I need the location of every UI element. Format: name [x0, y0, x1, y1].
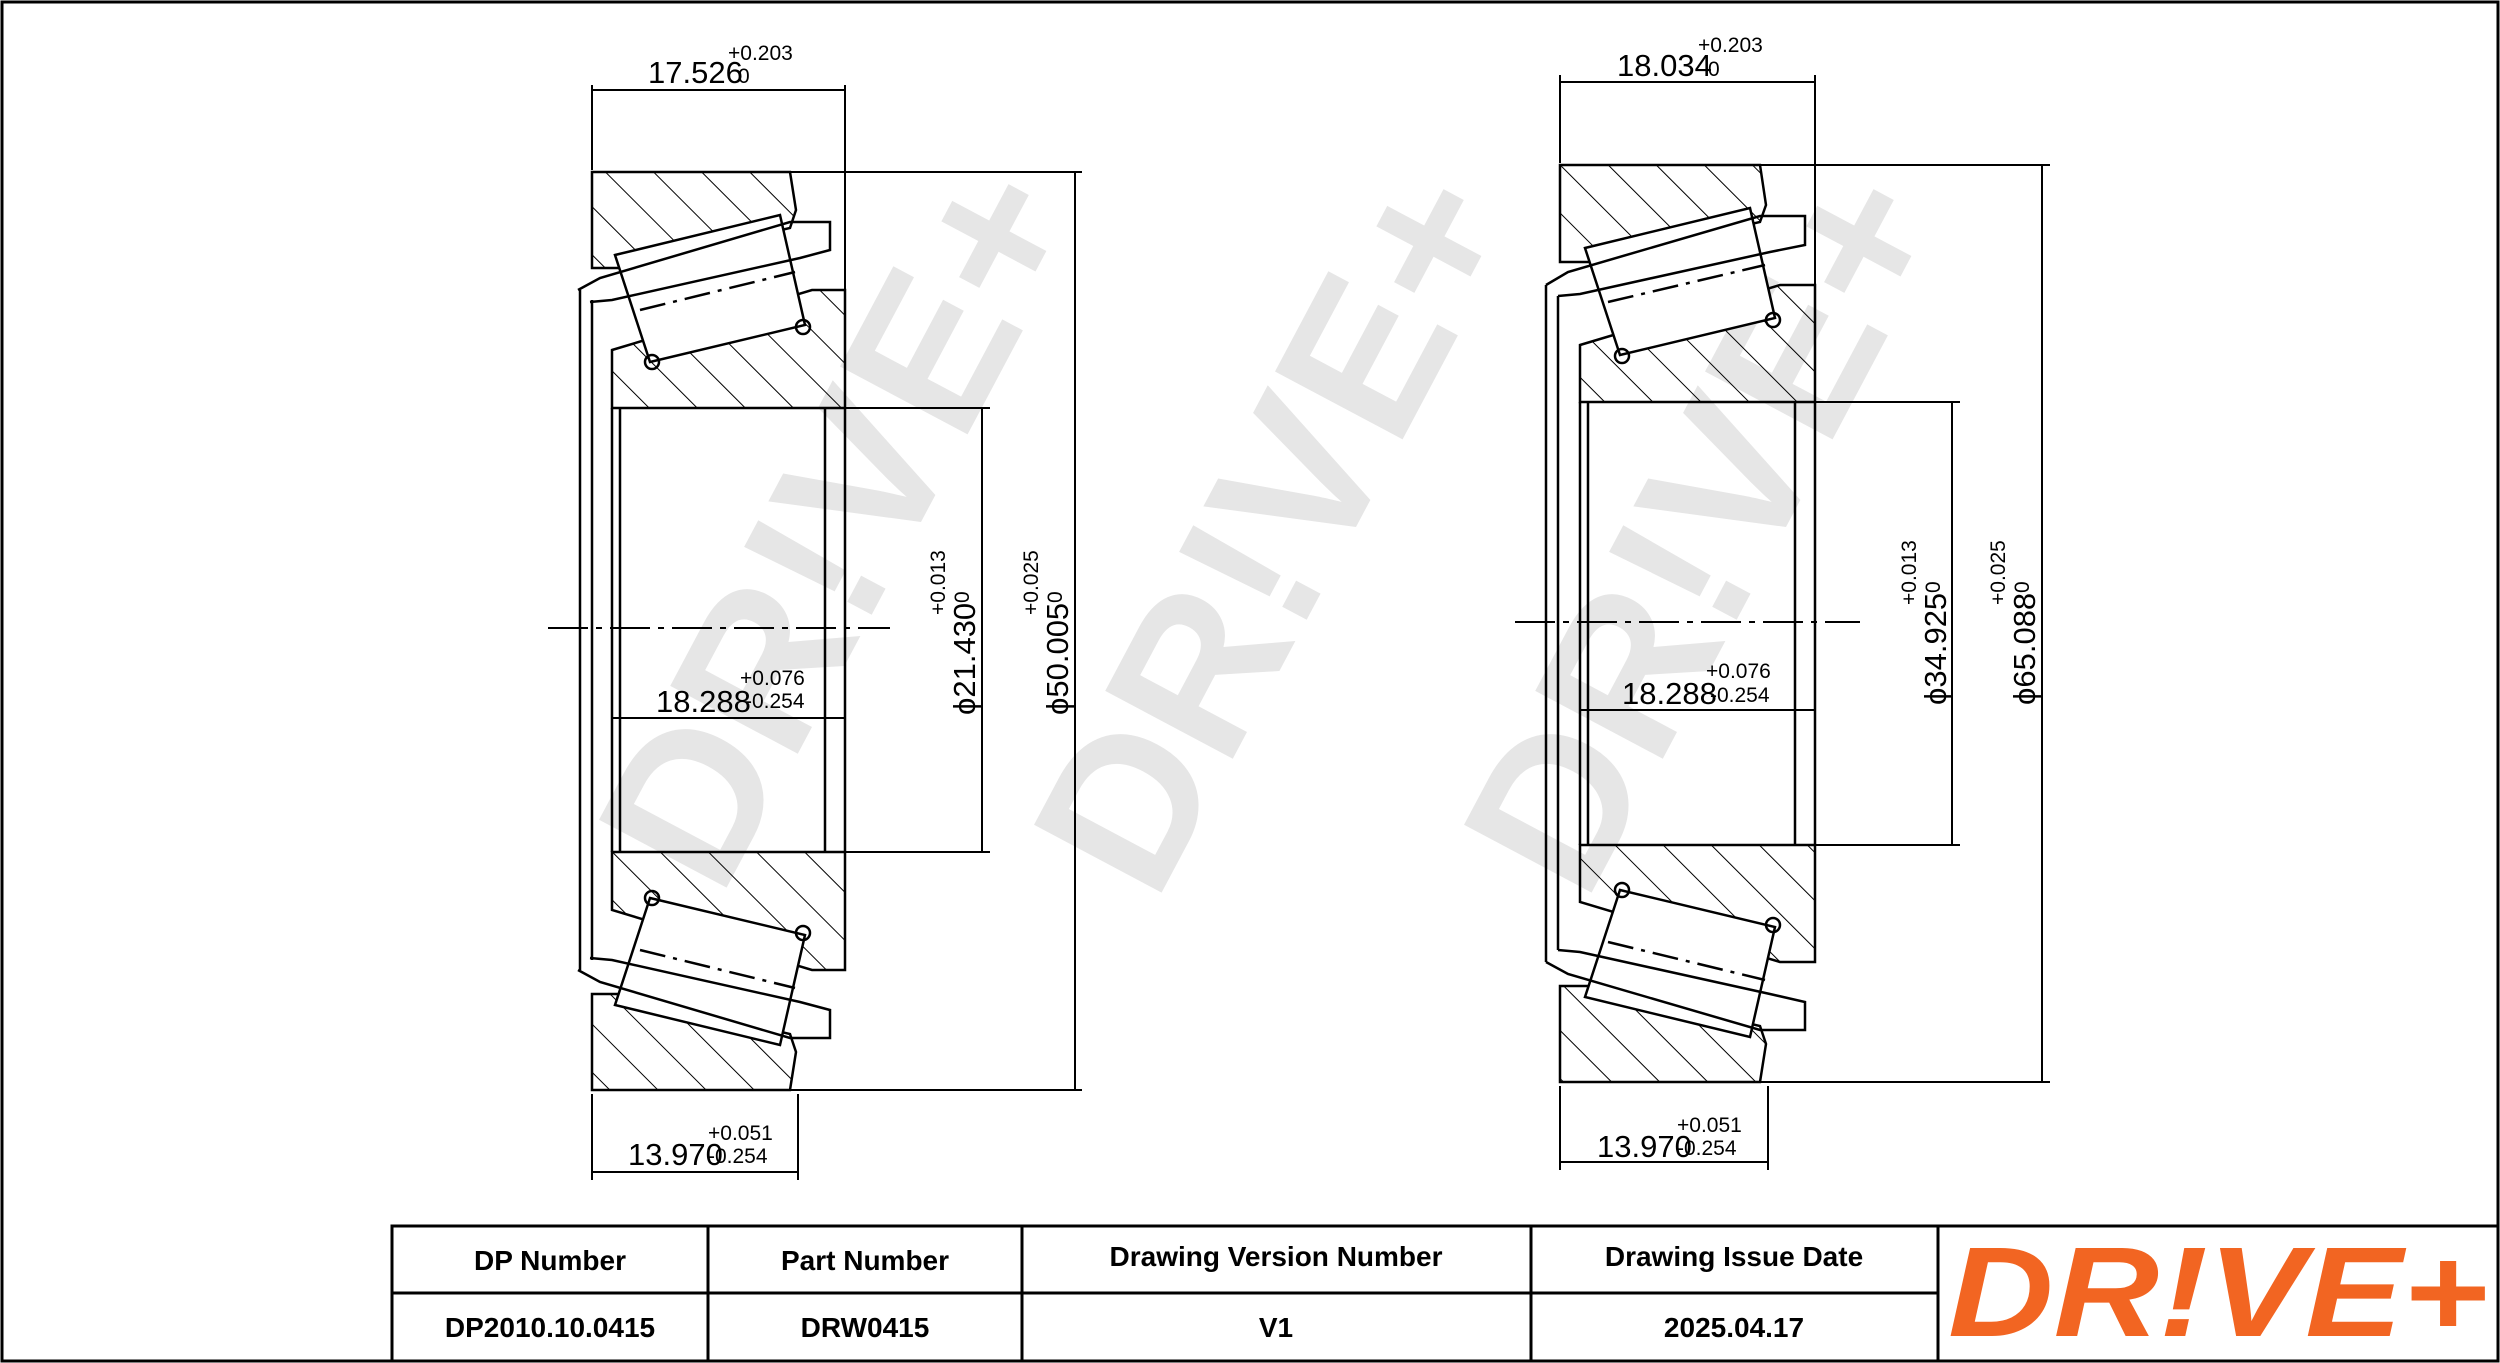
title-block-text: DP Number Part Number Drawing Version Nu… — [445, 1241, 1863, 1343]
left-width-top-lower: 0 — [738, 65, 750, 88]
left-bore-value: ϕ21.430 — [947, 603, 982, 715]
right-bore-lower: 0 — [1922, 581, 1945, 593]
right-outer-value: ϕ65.088 — [2007, 593, 2042, 705]
right-dim-bore: ϕ34.925 +0.013 0 — [1898, 540, 1953, 705]
left-dim-bore: ϕ21.430 +0.013 0 — [927, 550, 982, 715]
left-dim-outer: ϕ50.005 +0.025 0 — [1020, 550, 1075, 715]
left-width-top-upper: +0.203 — [728, 42, 793, 65]
right-dim-cup-width: 13.970 +0.051 -0.254 — [1597, 1114, 1742, 1164]
left-roller-bottom — [613, 896, 807, 1047]
value-dp-number: DP2010.10.0415 — [445, 1312, 655, 1343]
right-width-top-value: 18.034 — [1617, 48, 1712, 83]
left-cage-top — [577, 220, 832, 304]
right-cone-width-value: 18.288 — [1622, 676, 1717, 711]
right-width-top-lower: 0 — [1708, 58, 1720, 81]
right-cup-width-upper: +0.051 — [1677, 1114, 1742, 1137]
left-dimensions — [591, 85, 1082, 1180]
right-cup-width-lower: -0.254 — [1677, 1137, 1737, 1160]
right-bore-value: ϕ34.925 — [1918, 593, 1953, 705]
right-roller-top-axis — [1607, 263, 1766, 304]
left-cone-width-upper: +0.076 — [740, 667, 805, 690]
right-dim-outer: ϕ65.088 +0.025 0 — [1987, 540, 2042, 705]
left-cup-width-lower: -0.254 — [708, 1145, 768, 1168]
left-roller-top-ball-b — [794, 318, 812, 336]
right-roller-bottom-axis — [1607, 940, 1766, 982]
header-dp-number: DP Number — [474, 1245, 626, 1276]
right-cup-edge — [1544, 285, 1560, 962]
left-cup-width-value: 13.970 — [628, 1137, 723, 1172]
right-roller-top-ball-b — [1764, 311, 1782, 329]
left-bore-upper: +0.013 — [927, 550, 950, 615]
title-block — [390, 1224, 2500, 1363]
header-drawing-version: Drawing Version Number — [1110, 1241, 1443, 1272]
right-roller-top — [1583, 206, 1777, 357]
left-roller-bottom-ball-b — [794, 924, 812, 942]
left-outer-upper: +0.025 — [1020, 550, 1043, 615]
left-width-top-value: 17.526 — [648, 55, 743, 90]
left-cone-width-value: 18.288 — [656, 684, 751, 719]
left-roller-bottom-ball-a — [643, 889, 661, 907]
left-outer-value: ϕ50.005 — [1040, 603, 1075, 715]
left-cone-width-lower: -0.254 — [745, 690, 805, 713]
right-bore-upper: +0.013 — [1898, 540, 1921, 605]
right-bearing-section — [1515, 163, 1860, 1084]
right-roller-top-ball-a — [1613, 347, 1631, 365]
left-roller-top-ball-a — [643, 353, 661, 371]
left-bore-lower: 0 — [951, 591, 974, 603]
value-issue-date: 2025.04.17 — [1664, 1312, 1804, 1343]
left-outer-lower: 0 — [1044, 591, 1067, 603]
right-roller-bottom — [1583, 888, 1777, 1039]
drive-logo: DR!VE+ — [1948, 1221, 2488, 1363]
value-part-number: DRW0415 — [801, 1312, 930, 1343]
left-roller-top — [613, 213, 807, 364]
left-dim-cone-width: 18.288 +0.076 -0.254 — [656, 667, 805, 719]
right-cone-width-upper: +0.076 — [1706, 660, 1771, 683]
right-outer-lower: 0 — [2011, 581, 2034, 593]
right-dim-width-top: 18.034 +0.203 0 — [1617, 34, 1763, 83]
right-roller-bottom-ball-a — [1613, 881, 1631, 899]
right-dim-cone-width: 18.288 +0.076 -0.254 — [1622, 660, 1771, 711]
right-cage-top — [1545, 214, 1807, 298]
left-cup-edge — [578, 290, 594, 970]
left-cage-bottom — [577, 956, 832, 1040]
left-dim-width-top: 17.526 +0.203 0 — [648, 42, 793, 90]
header-part-number: Part Number — [781, 1245, 949, 1276]
right-width-top-upper: +0.203 — [1698, 34, 1763, 57]
value-drawing-version: V1 — [1259, 1312, 1293, 1343]
right-outer-upper: +0.025 — [1987, 540, 2010, 605]
left-cup-width-upper: +0.051 — [708, 1122, 773, 1145]
header-issue-date: Drawing Issue Date — [1605, 1241, 1863, 1272]
right-cup-width-value: 13.970 — [1597, 1129, 1692, 1164]
right-dimensions — [1559, 75, 2050, 1170]
right-cage-bottom — [1545, 948, 1807, 1032]
right-cone-width-lower: -0.254 — [1710, 684, 1770, 707]
right-roller-bottom-ball-b — [1764, 916, 1782, 934]
left-dim-cup-width: 13.970 +0.051 -0.254 — [628, 1122, 773, 1172]
